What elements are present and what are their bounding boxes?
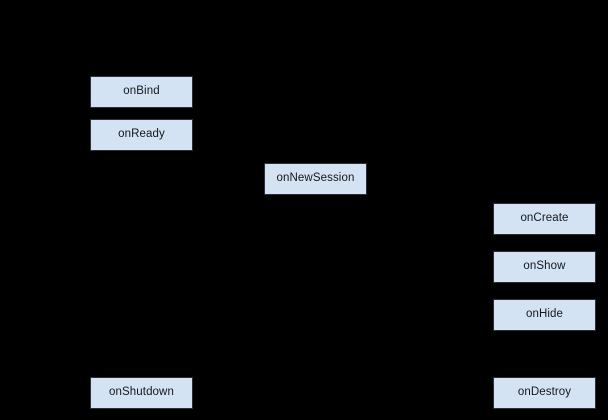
node-on-ready[interactable]: onReady <box>90 119 193 151</box>
node-on-create[interactable]: onCreate <box>493 203 596 235</box>
node-on-show[interactable]: onShow <box>493 251 596 283</box>
node-on-bind[interactable]: onBind <box>90 76 193 108</box>
node-on-new-session[interactable]: onNewSession <box>264 163 367 195</box>
node-on-shutdown[interactable]: onShutdown <box>90 377 193 409</box>
node-label-on-destroy: onDestroy <box>517 386 572 399</box>
node-label-on-show: onShow <box>523 260 566 273</box>
node-on-hide[interactable]: onHide <box>493 299 596 331</box>
node-label-on-shutdown: onShutdown <box>109 386 174 399</box>
node-label-on-create: onCreate <box>520 212 569 225</box>
node-on-destroy[interactable]: onDestroy <box>493 377 596 409</box>
node-label-on-hide: onHide <box>525 308 564 321</box>
node-label-on-bind: onBind <box>123 85 160 98</box>
node-label-on-new-session: onNewSession <box>276 172 355 185</box>
node-label-on-ready: onReady <box>118 128 165 141</box>
